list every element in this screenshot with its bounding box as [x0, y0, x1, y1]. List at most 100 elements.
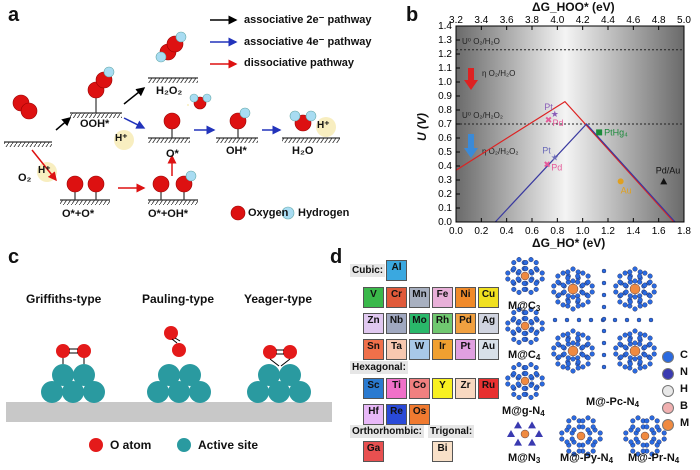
element-tile-hf: Hf [363, 404, 384, 425]
element-symbol: Al [391, 262, 402, 273]
label-o2: O₂ [18, 172, 32, 184]
label-o-star: O* [166, 148, 179, 160]
legend-o-atom: O atom [110, 438, 152, 452]
element-tile-sn: Sn [363, 339, 384, 360]
element-tile-bi: Bi [432, 441, 453, 462]
metal-atom [520, 271, 530, 281]
surface-slab [6, 402, 332, 422]
element-tile-pt: Pt [455, 339, 476, 360]
element-tile-mn: Mn [409, 287, 430, 308]
element-tile-y: Y [432, 378, 453, 399]
surfaces [4, 77, 340, 205]
y-tick-label: 1.0 [438, 77, 452, 88]
active-site-legend-swatch [177, 438, 191, 452]
label-mgn4: M@g-N4 [502, 405, 545, 418]
red-arrow-icon [464, 68, 478, 90]
element-symbol: Rh [435, 315, 450, 326]
label-o-o: O*+O* [62, 208, 95, 220]
x-tick-label: 1.0 [576, 226, 590, 237]
legend-active-site: Active site [198, 438, 259, 452]
y-tick-label: 0.6 [438, 133, 452, 144]
element-symbol: Sn [367, 341, 380, 352]
atom-legend-swatch-n [662, 368, 674, 380]
element-tile-ni: Ni [455, 287, 476, 308]
element-symbol: Cu [481, 289, 496, 300]
metal-atom [520, 376, 530, 386]
y-tick-label: 0.8 [438, 105, 452, 116]
element-symbol: Ni [460, 289, 471, 300]
point-label-0: Pt [544, 102, 553, 112]
y-tick-label: 0.5 [438, 147, 452, 158]
label-mn3: M@N3 [508, 452, 541, 465]
element-tile-zn: Zn [363, 313, 384, 334]
top-tick-label: 4.2 [576, 15, 590, 26]
point-marker-3: ✖ [543, 160, 551, 170]
overpotential-label: η O₂/H₂O [482, 69, 515, 78]
element-tile-zr: Zr [455, 378, 476, 399]
yeager-structure [247, 345, 311, 403]
label-mc3: M@C3 [508, 300, 541, 313]
element-symbol: Au [481, 341, 496, 352]
x-tick-label: 1.8 [677, 226, 691, 237]
element-symbol: Mn [412, 289, 427, 300]
y-tick-label: 0.2 [438, 189, 452, 200]
y-tick-label: 0.4 [438, 161, 452, 172]
cat-orthorhombic: Orthorhombic: [350, 425, 424, 438]
element-tile-ga: Ga [363, 441, 384, 462]
atom-legend-swatch-c [662, 351, 674, 363]
element-symbol: Ta [391, 341, 402, 352]
x-tick-label: 0.6 [525, 226, 539, 237]
metal-atom [576, 431, 586, 441]
element-symbol: Ga [366, 443, 381, 454]
point-marker-1: ✖ [545, 115, 553, 125]
point-label-4: PtHg₄ [604, 127, 628, 137]
blue-arrow-icon [464, 134, 478, 158]
o-atom-legend-swatch [89, 438, 103, 452]
label-h2o: H₂O [292, 145, 314, 157]
atom-legend-swatch-h [662, 385, 674, 397]
label-h2o2: H₂O₂ [156, 85, 183, 97]
element-symbol: Mo [412, 315, 427, 326]
panel-a-label: a [8, 4, 20, 26]
atom-legend-label-c: C [680, 349, 688, 361]
element-symbol: Sc [367, 380, 380, 391]
x-tick-label: 0.8 [550, 226, 564, 237]
element-tile-cu: Cu [478, 287, 499, 308]
element-symbol: Co [412, 380, 427, 391]
element-tile-sc: Sc [363, 378, 384, 399]
panel-c-label: c [8, 246, 20, 268]
element-symbol: Zn [367, 315, 380, 326]
point-label-2: Pt [542, 146, 551, 156]
label-hplus-1: H⁺ [38, 165, 51, 176]
element-symbol: Bi [437, 443, 448, 454]
element-tile-os: Os [409, 404, 430, 425]
bottom-axis-label: ΔG_HO* (eV) [532, 236, 606, 250]
metal-atom [567, 345, 579, 357]
series-line-1 [494, 123, 676, 223]
y-tick-label: 0.0 [438, 217, 452, 228]
label-mprn4: M@-Pr-N4 [628, 452, 680, 465]
element-symbol: Ir [439, 341, 446, 352]
x-tick-label: 1.2 [601, 226, 615, 237]
element-symbol: Zr [460, 380, 471, 391]
x-tick-label: 1.4 [626, 226, 640, 237]
atom-legend-hydrogen: Hydrogen [298, 207, 350, 219]
top-tick-label: 4.4 [601, 15, 615, 26]
point-marker-2: ★ [551, 153, 559, 163]
element-symbol: Ti [392, 380, 401, 391]
top-tick-label: 3.6 [500, 15, 514, 26]
plot-frame [455, 25, 685, 223]
element-tile-ta: Ta [386, 339, 407, 360]
y-tick-label: 0.9 [438, 91, 452, 102]
element-symbol: Os [412, 406, 427, 417]
label-mpcn4: M@-Pc-N4 [586, 396, 640, 409]
top-tick-label: 3.4 [474, 15, 488, 26]
metal-atom [629, 345, 641, 357]
top-tick-label: 5.0 [677, 15, 691, 26]
element-tile-pd: Pd [455, 313, 476, 334]
atom-legend-swatch-m [662, 419, 674, 431]
atom-legend-label-b: B [680, 400, 688, 412]
top-tick-label: 4.0 [550, 15, 564, 26]
element-tile-co: Co [409, 378, 430, 399]
